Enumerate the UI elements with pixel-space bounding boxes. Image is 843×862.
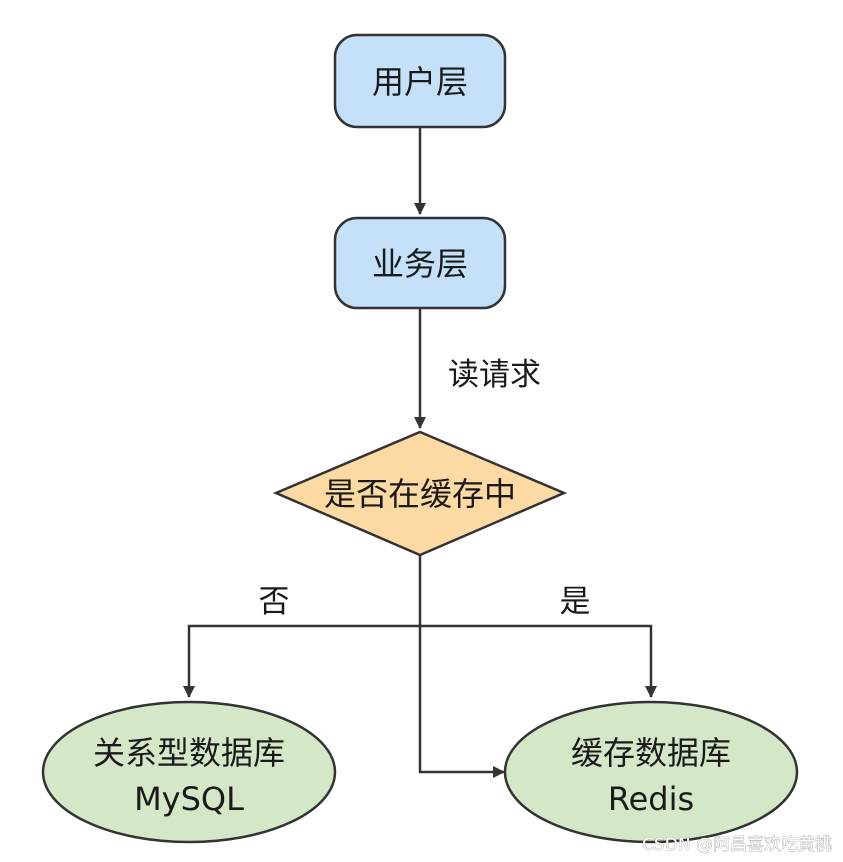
edge-decision-direct-to-redis: [418, 626, 505, 778]
node-redis-label-line2: Redis: [608, 780, 694, 818]
watermark-text: CSDN @阿昌喜欢吃黄桃: [642, 835, 832, 855]
node-user-layer-label: 用户层: [372, 63, 468, 101]
node-redis-label-line1: 缓存数据库: [571, 734, 731, 772]
node-redis: 缓存数据库 Redis: [503, 700, 799, 844]
edge-label-read-request: 读请求: [448, 357, 541, 393]
node-user-layer: 用户层: [333, 33, 507, 129]
edge-label-yes: 是: [560, 584, 591, 620]
node-redis-shape: [503, 700, 799, 844]
node-business-layer-label: 业务层: [372, 245, 468, 283]
node-decision-shape: [272, 430, 568, 557]
node-mysql-label-line2: MySQL: [134, 780, 244, 818]
node-decision-label: 是否在缓存中: [324, 475, 516, 513]
node-user-layer-shape: [333, 33, 507, 129]
edge-decision-to-mysql: [183, 555, 422, 698]
node-mysql-label-line1: 关系型数据库: [93, 734, 285, 772]
node-decision: 是否在缓存中: [272, 430, 568, 557]
node-mysql: 关系型数据库 MySQL: [41, 700, 337, 844]
node-business-layer: 业务层: [333, 216, 507, 310]
node-business-layer-shape: [333, 216, 507, 310]
node-mysql-shape: [41, 700, 337, 844]
edge-decision-to-redis: [420, 624, 657, 698]
edge-label-no: 否: [259, 584, 290, 620]
